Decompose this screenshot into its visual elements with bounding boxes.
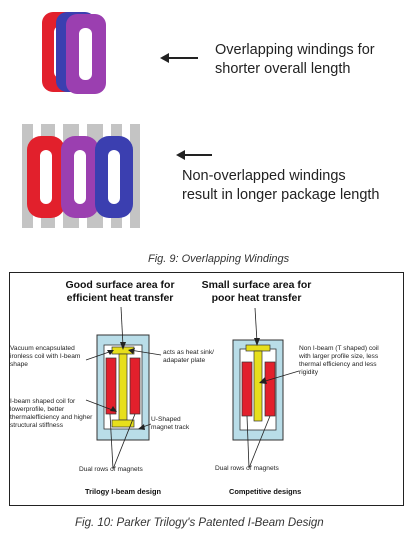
competitive-design-label: Competitive designs (229, 487, 302, 496)
i-beam-design-panel (9, 272, 404, 506)
vacuum-coil-note: Vacuum encapsulated ironless coil with I… (10, 345, 81, 368)
figure-9-caption: Fig. 9: Overlapping Windings (148, 253, 290, 265)
leader-lines (85, 306, 300, 470)
magnets-right-label: Dual rows of magnets (215, 465, 279, 472)
non-i-beam-note: Non I-beam (T shaped) coil with larger p… (299, 345, 379, 376)
non-overlapped-coils (22, 124, 140, 228)
u-shaped-track-note: U-Shaped magnet track (151, 416, 190, 431)
non-overlapped-label: Non-overlapped windings result in longer… (182, 168, 380, 203)
heat-sink-note: acts as heat sink/ adapater plate (163, 349, 214, 364)
overlapping-label: Overlapping windings for shorter overall… (215, 42, 375, 77)
trilogy-housing (96, 334, 150, 441)
arrow-left-icon (176, 150, 212, 160)
arrowheads (107, 338, 267, 430)
small-surface-heading: Small surface area for poor heat transfe… (201, 279, 312, 304)
trilogy-design-label: Trilogy I-beam design (85, 487, 161, 496)
figure-10-caption: Fig. 10: Parker Trilogy's Patented I-Bea… (75, 517, 324, 529)
arrow-left-icon (160, 53, 198, 63)
magnets-left-label: Dual rows of magnets (79, 466, 143, 473)
i-beam-comparison-diagram (85, 306, 300, 470)
competitive-housing (232, 339, 284, 441)
good-surface-heading: Good surface area for efficient heat tra… (65, 279, 175, 304)
i-beam-coil-note: I-beam shaped coil for lowerprofile, bet… (10, 398, 93, 429)
overlapped-coils (42, 12, 106, 94)
overlapping-windings-illustration (22, 12, 212, 228)
